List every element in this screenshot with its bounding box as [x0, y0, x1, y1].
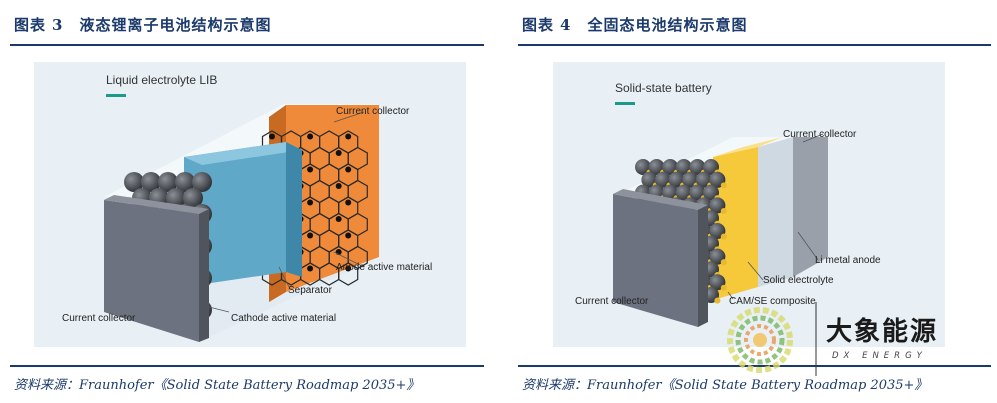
cathode-collector-top — [613, 189, 708, 210]
source-note: 资料来源：Fraunhofer《Solid State Battery Road… — [522, 378, 928, 393]
cathode-collector-face — [613, 194, 698, 327]
figure-panel-solid-state: 图表 4 全固态电池结构示意图 Solid-state battery — [508, 0, 997, 403]
solid-electrolyte-particle — [720, 233, 727, 240]
lithium-ion-dot — [307, 166, 314, 173]
active-material-particle — [192, 172, 212, 192]
lithium-ion-dot — [307, 133, 314, 140]
label-current-collector-bottom: Current collector — [575, 296, 649, 307]
solid-state-diagram: Solid-state battery — [553, 62, 945, 347]
figure-label: 图表 — [14, 16, 47, 34]
label-current-collector-top: Current collector — [783, 129, 857, 140]
subtitle-accent-bar — [106, 94, 126, 97]
diagram-subtitle: Liquid electrolyte LIB — [106, 73, 217, 87]
diagram-subtitle: Solid-state battery — [615, 81, 712, 95]
anode-collector-face — [793, 137, 828, 277]
separator-edge — [286, 142, 302, 277]
caption-rule — [10, 44, 484, 46]
figure-number: 4 — [560, 16, 572, 34]
caption-rule — [518, 44, 991, 46]
figure-caption: 图表 4 全固态电池结构示意图 — [522, 14, 747, 35]
label-current-collector-top: Current collector — [336, 106, 410, 117]
lithium-ion-dot — [307, 199, 314, 206]
lithium-ion-dot — [345, 133, 352, 140]
cathode-collector-top — [104, 195, 209, 214]
watermark-name: 大象能源 — [826, 316, 938, 347]
solid-electrolyte-particle — [720, 207, 727, 215]
source-rule — [518, 365, 991, 367]
watermark: 大象能源 DX ENERGY — [727, 302, 938, 376]
lithium-ion-dot — [345, 265, 352, 272]
label-separator: Separator — [288, 285, 333, 296]
figure-title: 液态锂离子电池结构示意图 — [79, 16, 272, 34]
subtitle-accent-bar — [615, 102, 635, 105]
active-material-particle — [166, 188, 186, 208]
lithium-ion-dot — [307, 265, 314, 272]
label-cam-se-composite: CAM/SE composite — [729, 296, 816, 307]
lithium-ion-dot — [345, 199, 352, 206]
cathode-collector-edge — [698, 205, 708, 327]
leader-lines — [727, 133, 824, 300]
solid-electrolyte-top — [713, 137, 783, 157]
figure-number: 3 — [52, 16, 64, 34]
lithium-ion-dot — [345, 232, 352, 239]
lithium-ion-dot — [335, 216, 342, 222]
figure-caption: 图表 3 液态锂离子电池结构示意图 — [14, 14, 271, 35]
active-material-particle — [175, 172, 195, 192]
liquid-lib-svg: Liquid electrolyte LIB — [62, 73, 432, 342]
solid-state-svg: Solid-state battery — [575, 81, 881, 327]
cathode-collector-face — [104, 200, 199, 342]
lithium-ion-dot — [307, 232, 314, 239]
separator-top — [184, 142, 302, 165]
solid-electrolyte-particle — [720, 259, 727, 266]
figure-label: 图表 — [522, 16, 555, 34]
watermark-sub: DX ENERGY — [832, 351, 927, 361]
liquid-lib-diagram: Liquid electrolyte LIB — [34, 62, 466, 347]
lithium-ion-dot — [269, 133, 275, 140]
label-anode-active-material: Anode active material — [336, 262, 432, 273]
lithium-ion-dot — [345, 166, 352, 173]
active-material-particle — [158, 172, 178, 192]
solid-electrolyte-particle — [720, 284, 727, 291]
label-li-metal-anode: Li metal anode — [815, 255, 881, 266]
source-rule — [10, 365, 484, 367]
solid-electrolyte-particle — [714, 297, 721, 304]
source-note: 资料来源：Fraunhofer《Solid State Battery Road… — [14, 378, 420, 393]
watermark-logo — [727, 307, 793, 373]
active-material-particle — [141, 172, 161, 192]
lithium-ion-dot — [335, 183, 342, 189]
figure-panel-liquid-lib: 图表 3 液态锂离子电池结构示意图 Liquid electrolyte LIB — [0, 0, 490, 403]
label-solid-electrolyte: Solid electrolyte — [763, 275, 834, 286]
active-material-particle — [124, 172, 144, 192]
leader-lines — [208, 111, 365, 313]
figure-title: 全固态电池结构示意图 — [587, 16, 748, 34]
graphite-hexagon — [338, 262, 359, 286]
label-current-collector-bottom: Current collector — [62, 313, 136, 324]
lithium-ion-dot — [335, 150, 342, 156]
solid-electrolyte-particle — [720, 182, 727, 189]
active-material-particle — [183, 188, 203, 208]
cathode-collector-edge — [199, 209, 209, 342]
label-cathode-active-material: Cathode active material — [231, 313, 336, 324]
li-metal-anode-face — [758, 137, 793, 287]
